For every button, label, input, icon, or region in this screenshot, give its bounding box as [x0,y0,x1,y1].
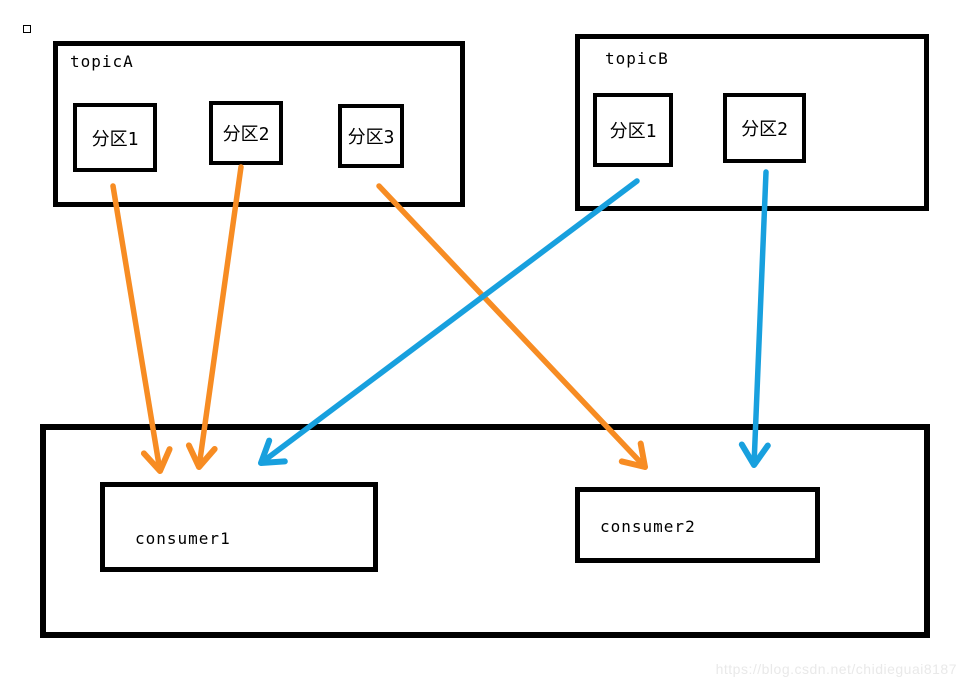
arrow-topicB-partition1-to-consumer1 [258,178,640,466]
arrow-topicA-partition2-to-consumer1 [185,164,244,470]
topic-a-partition-2: 分区2 [209,101,283,165]
arrow-topicB-partition2-to-consumer2 [738,169,771,468]
topic-a-partition-1: 分区1 [73,103,157,172]
topic-a-partition-3-label: 分区3 [347,127,395,148]
topic-a-title: topicA [70,52,134,71]
topic-a-box: topicA 分区1 分区2 分区3 [53,41,465,207]
consumer-1-box: consumer1 [100,482,378,572]
consumer-2-label: consumer2 [600,517,696,536]
consumer-group-box: consumer1 consumer2 [40,424,930,638]
corner-square-mark [23,25,31,33]
topic-a-partition-1-label: 分区1 [91,128,139,150]
topic-b-partition-2-label: 分区2 [741,119,788,140]
topic-a-partition-3: 分区3 [338,104,404,168]
consumer-1-label: consumer1 [135,529,231,548]
csdn-watermark: https://blog.csdn.net/chidieguai8187 [715,661,957,677]
topic-b-partition-1-label: 分区1 [609,121,657,142]
consumer-2-box: consumer2 [575,487,820,563]
topic-a-partition-2-label: 分区2 [222,124,270,145]
topic-b-partition-1: 分区1 [593,93,673,167]
topic-b-box: topicB 分区1 分区2 [575,34,929,211]
topic-b-title: topicB [605,49,669,68]
topic-b-partition-2: 分区2 [723,93,806,163]
